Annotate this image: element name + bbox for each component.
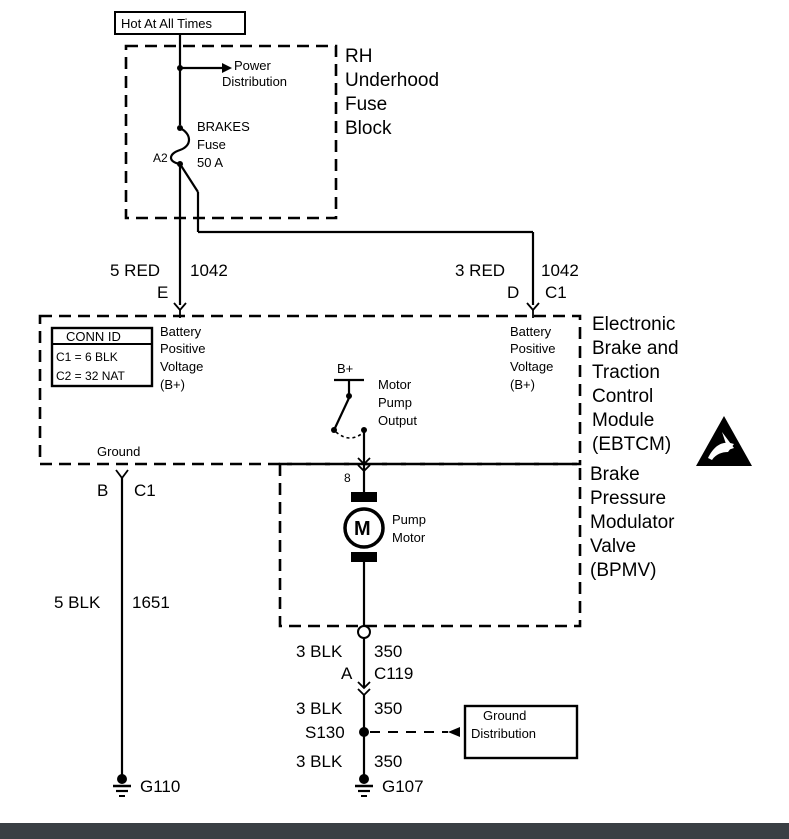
fuse-block-label-3: Fuse [345, 94, 387, 115]
battery-right-2: Positive [510, 341, 556, 356]
fuse-name: BRAKES [197, 119, 250, 134]
power-distribution-arrow [222, 63, 232, 73]
switch-contact-top [346, 393, 352, 399]
fuse-block-label-4: Block [345, 118, 392, 139]
motor-symbol-letter: M [354, 518, 371, 540]
c119-chevron-2 [357, 688, 371, 697]
conn-id-c2: C2 = 32 NAT [56, 369, 125, 383]
bpmv-label-1: Brake [590, 464, 640, 485]
s130-splice [359, 727, 369, 737]
ground-wire-gauge: 5 BLK [54, 593, 101, 612]
ebtcm-label-3: Traction [592, 362, 660, 383]
hot-at-all-times-label: Hot At All Times [121, 16, 213, 31]
g110-label: G110 [140, 777, 180, 796]
motor-pump-output-2: Pump [378, 395, 412, 410]
bpmv-label-4: Valve [590, 536, 636, 557]
ground-distribution-arrow [448, 727, 460, 737]
ebtcm-label-2: Brake and [592, 338, 679, 359]
battery-left-3: Voltage [160, 359, 203, 374]
g110-node [117, 774, 127, 784]
ebtcm-label-1: Electronic [592, 314, 675, 335]
bottom-bar [0, 823, 789, 839]
ground-distribution-1: Ground [483, 708, 526, 723]
motor-top-bar [351, 492, 377, 502]
conn-c1-right: C1 [545, 283, 567, 302]
ebtcm-label-4: Control [592, 386, 653, 407]
right-wire-gauge: 3 RED [455, 261, 505, 280]
wire-c-gauge: 3 BLK [296, 752, 343, 771]
g107-node [359, 774, 369, 784]
battery-right-3: Voltage [510, 359, 553, 374]
motor-symbol-circle [343, 507, 385, 549]
bpmv-exit-terminal [357, 625, 371, 639]
battery-left-4: (B+) [160, 377, 185, 392]
fuse-terminal-label: A2 [153, 151, 168, 165]
c119-chevron-1 [357, 681, 371, 690]
bpmv-outline [278, 462, 582, 628]
motor-bottom-bar [351, 552, 377, 562]
s130-label: S130 [305, 723, 345, 742]
switch-contact-left [331, 427, 337, 433]
ground-distribution-box [463, 704, 579, 760]
pin-8-chevron-2 [357, 464, 371, 473]
fuse-block-label-1: RH [345, 46, 372, 67]
connector-b-fork [115, 469, 129, 480]
wire-a-circuit: 350 [374, 642, 402, 661]
esd-warning-icon [696, 416, 752, 466]
c119-label: C119 [374, 664, 413, 683]
fuse-symbol [169, 127, 191, 166]
wire-a-gauge: 3 BLK [296, 642, 343, 661]
conn-c1-left: C1 [134, 481, 156, 500]
bplus-label: B+ [337, 361, 353, 376]
battery-left-2: Positive [160, 341, 206, 356]
motor-pump-output-1: Motor [378, 377, 412, 392]
bpmv-label-3: Modulator [590, 512, 675, 533]
ebtcm-label-5: Module [592, 410, 654, 431]
right-feed-wire-diag [179, 163, 199, 193]
wire-b-circuit: 350 [374, 699, 402, 718]
left-wire-circuit: 1042 [190, 261, 228, 280]
wire-c-circuit: 350 [374, 752, 402, 771]
conn-id-c1: C1 = 6 BLK [56, 350, 118, 364]
ground-distribution-2: Distribution [471, 726, 536, 741]
fuse-word: Fuse [197, 137, 226, 152]
left-wire-gauge: 5 RED [110, 261, 160, 280]
conn-id-box [50, 326, 154, 388]
switch-actuator-arc [335, 431, 365, 439]
pump-motor-label-2: Motor [392, 530, 426, 545]
power-distribution-label-2: Distribution [222, 74, 287, 89]
ebtcm-label-6: (EBTCM) [592, 434, 671, 455]
fuse-block-label-2: Underhood [345, 70, 439, 91]
pin-d-label: D [507, 283, 519, 302]
right-wire-circuit: 1042 [541, 261, 579, 280]
pump-motor-label-1: Pump [392, 512, 426, 527]
conn-id-title: CONN ID [66, 329, 121, 344]
ground-label: Ground [97, 444, 140, 459]
switch-blade [334, 397, 350, 429]
motor-pump-output-3: Output [378, 413, 417, 428]
fuse-block-outline [124, 44, 338, 220]
power-distribution-label-1: Power [234, 58, 272, 73]
bpmv-label-2: Pressure [590, 488, 666, 509]
battery-right-4: (B+) [510, 377, 535, 392]
g107-label: G107 [382, 777, 424, 796]
pin-e-label: E [157, 283, 168, 302]
pin-a-label: A [341, 664, 353, 683]
battery-left-1: Battery [160, 324, 202, 339]
pin-b-label: B [97, 481, 108, 500]
bpmv-label-5: (BPMV) [590, 560, 657, 581]
fuse-rating: 50 A [197, 155, 223, 170]
pin-8-label: 8 [344, 471, 351, 485]
battery-right-1: Battery [510, 324, 552, 339]
wire-b-gauge: 3 BLK [296, 699, 343, 718]
ground-wire-circuit: 1651 [132, 593, 170, 612]
